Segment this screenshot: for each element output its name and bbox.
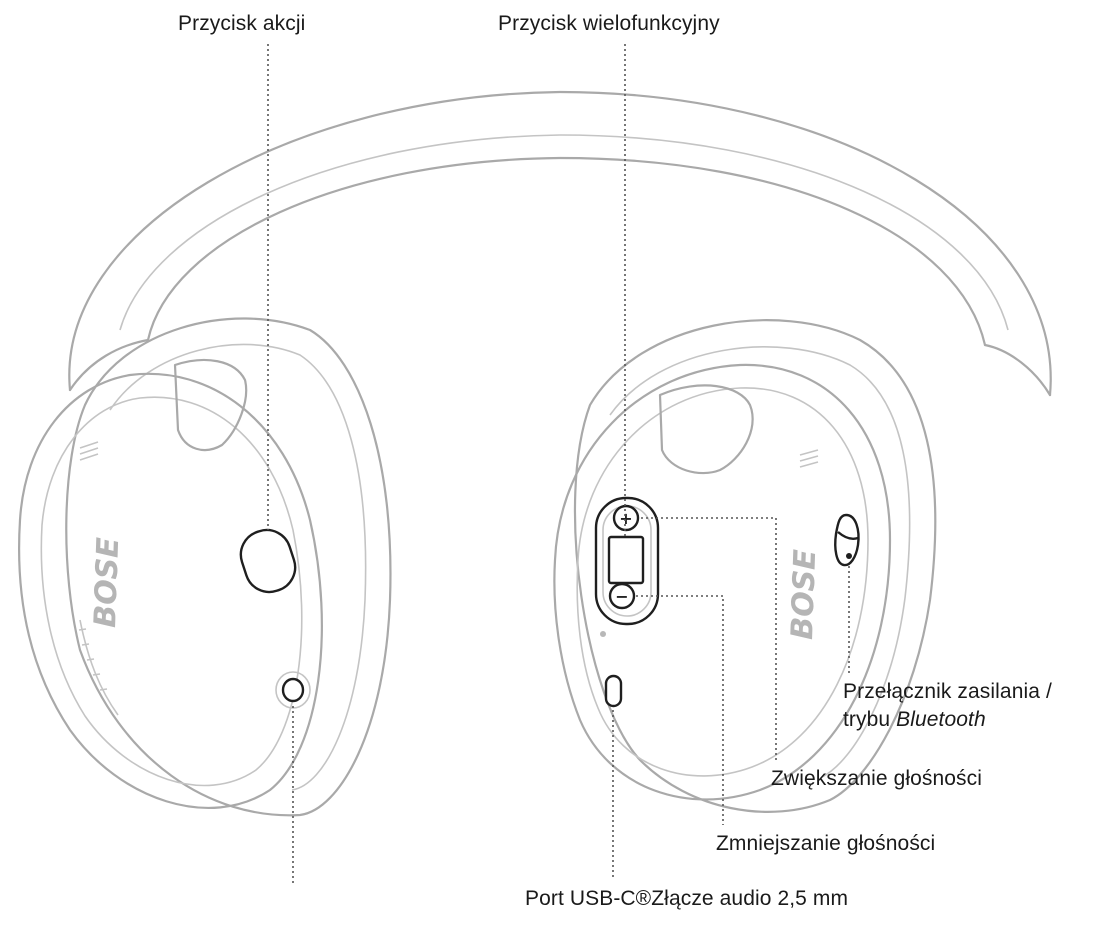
leader-volume-down — [636, 595, 724, 825]
leader-lines — [267, 44, 850, 885]
plus-symbol: + — [619, 509, 632, 528]
power-switch-label-line2: trybu Bluetooth — [843, 706, 1052, 734]
multifunction-button-label: Przycisk wielofunkcyjny — [498, 12, 720, 35]
leader-volume-up — [641, 517, 777, 760]
minus-symbol: − — [615, 587, 628, 606]
status-led — [600, 631, 606, 637]
volume-up-button[interactable] — [612, 504, 640, 532]
power-bluetooth-switch[interactable] — [834, 513, 860, 567]
audio-jack — [281, 677, 305, 703]
action-button[interactable] — [235, 524, 302, 598]
left-bose-logo: BOSE — [88, 536, 126, 628]
headband — [68, 90, 1052, 397]
right-bose-logo: BOSE — [785, 548, 823, 640]
volume-up-label: Zwiększanie głośności — [771, 767, 983, 790]
usb-c-port — [604, 674, 623, 708]
action-button-label: Przycisk akcji — [178, 12, 306, 35]
left-earcup: BOSE — [17, 317, 392, 817]
volume-down-button[interactable] — [608, 582, 636, 610]
right-earcup: BOSE + − — [553, 319, 937, 813]
power-switch-label-prefix: trybu — [843, 708, 897, 731]
power-switch-label-line1: Przełącznik zasilania / — [843, 680, 1052, 703]
power-switch-label-bluetooth: Bluetooth — [896, 708, 986, 731]
multifunction-button[interactable] — [607, 535, 645, 585]
ports-label: Port USB-C®Złącze audio 2,5 mm — [525, 887, 849, 910]
power-switch-label: Przełącznik zasilania / trybu Bluetooth — [843, 678, 1052, 734]
volume-down-label: Zmniejszanie głośności — [716, 832, 936, 855]
